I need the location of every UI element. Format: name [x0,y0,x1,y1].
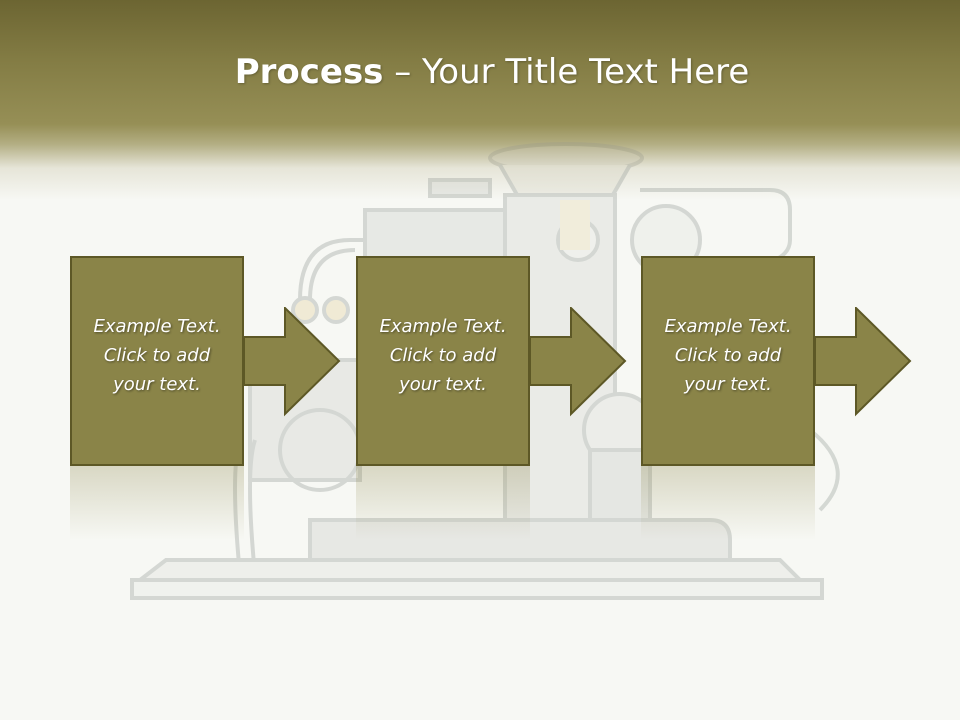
process-step-2[interactable]: Example Text. Click to add your text. [356,256,530,466]
reflection [70,466,244,540]
right-arrow-icon [529,307,627,417]
process-step-1[interactable]: Example Text. Click to add your text. [70,256,244,466]
slide-title[interactable]: Process – Your Title Text Here [0,52,960,92]
right-arrow-icon [243,307,341,417]
step-text[interactable]: Example Text. Click to add your text. [664,315,792,395]
title-bold: Process [234,52,384,92]
title-band [0,0,960,200]
reflection [641,466,815,540]
right-arrow-icon [814,307,912,417]
reflection [356,466,530,540]
process-step-3[interactable]: Example Text. Click to add your text. [641,256,815,466]
title-rest: – Your Title Text Here [383,52,750,92]
step-text[interactable]: Example Text. Click to add your text. [93,315,221,395]
step-text[interactable]: Example Text. Click to add your text. [379,315,507,395]
